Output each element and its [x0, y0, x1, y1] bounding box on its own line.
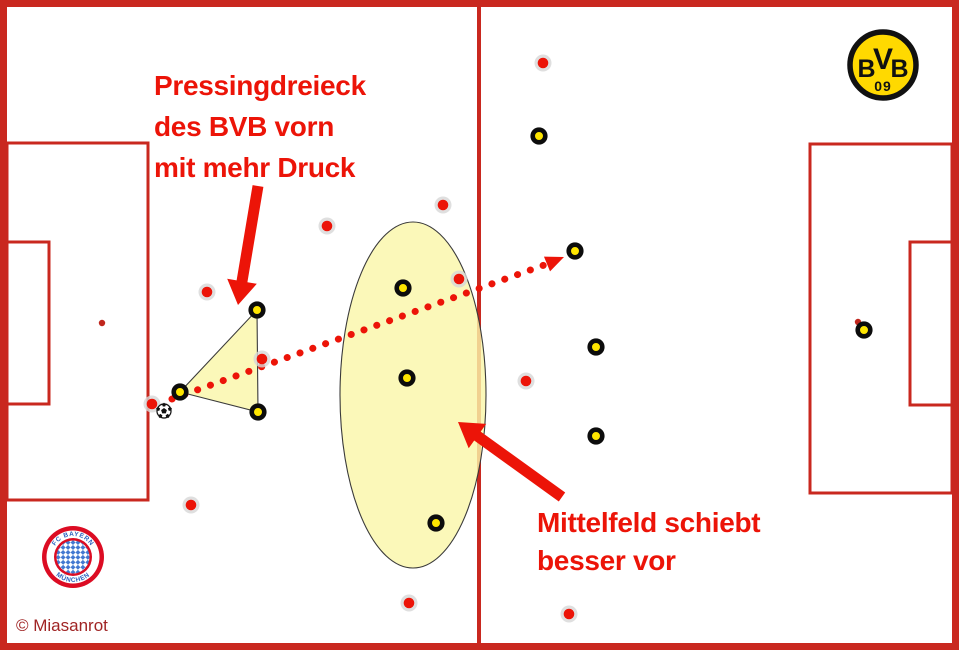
bvb-number: 09: [874, 78, 892, 94]
pointer-arrow: [458, 422, 566, 502]
ball: [155, 402, 173, 420]
copyright-text: © Miasanrot: [16, 616, 108, 635]
bayern-checks-core: [56, 540, 90, 574]
ball-patch: [167, 407, 172, 411]
players: [98, 54, 873, 623]
annotation-line: mit mehr Druck: [154, 152, 356, 183]
bayern-logo: FC BAYERN MÜNCHEN: [42, 526, 104, 588]
bvb-logo: B V B 09: [847, 29, 919, 101]
ball-patch: [162, 402, 166, 407]
ball-patch: [158, 413, 163, 418]
bayern-player: [563, 608, 575, 620]
bayern-player: [537, 57, 549, 69]
ball-patch: [161, 408, 167, 414]
bvb-player: [566, 242, 584, 260]
bvb-player: [248, 301, 266, 319]
annotation-line: Pressingdreieck: [154, 70, 366, 101]
bayern-player: [520, 375, 532, 387]
right-goal-box: [908, 240, 954, 407]
bvb-letter: V: [873, 43, 893, 76]
annotation-midfield: Mittelfeld schiebt besser vor: [537, 504, 761, 580]
pass-arrow: [168, 256, 564, 403]
bvb-player: [249, 403, 267, 421]
annotation-line: Mittelfeld schiebt: [537, 507, 761, 538]
bayern-player: [437, 199, 449, 211]
pointer-arrow: [227, 185, 264, 305]
ball-patch: [156, 407, 161, 411]
left-penalty-box: [5, 141, 150, 502]
annotation-line: des BVB vorn: [154, 111, 334, 142]
penalty-spot: [98, 319, 106, 327]
annotation-arrows: [227, 185, 566, 502]
bvb-logo-circle: [847, 29, 919, 101]
left-goal-box: [5, 240, 51, 406]
bayern-player: [453, 273, 465, 285]
bvb-player: [171, 383, 189, 401]
bvb-player: [530, 127, 548, 145]
bvb-player: [587, 427, 605, 445]
bvb-player: [855, 321, 873, 339]
right-penalty-box: [808, 142, 954, 495]
bayern-player: [185, 499, 197, 511]
bvb-player: [427, 514, 445, 532]
bvb-player: [394, 279, 412, 297]
bayern-player: [201, 286, 213, 298]
annotation-line: besser vor: [537, 545, 676, 576]
annotation-pressing-triangle: Pressingdreieck des BVB vorn mit mehr Dr…: [154, 65, 366, 188]
zones: [178, 221, 487, 569]
bayern-player: [321, 220, 333, 232]
bayern-player: [256, 353, 268, 365]
midfield-zone-ellipse: [339, 221, 487, 569]
bayern-player: [403, 597, 415, 609]
bvb-player: [398, 369, 416, 387]
pressing-triangle-zone: [178, 308, 259, 413]
bayern-player: [146, 398, 158, 410]
bvb-letter: B: [857, 55, 875, 83]
bvb-player: [587, 338, 605, 356]
pass-arrowhead: [543, 256, 564, 272]
pass-dotted-line: [168, 260, 551, 403]
ball-patch: [165, 413, 170, 418]
bvb-letter: B: [890, 55, 908, 83]
